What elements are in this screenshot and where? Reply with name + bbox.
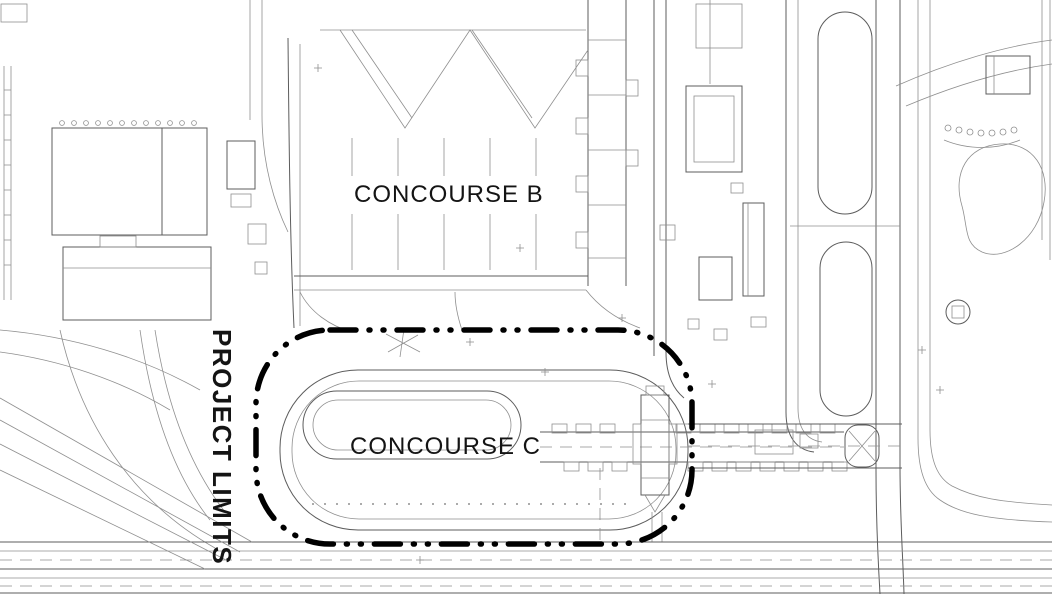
- midfield-buildings: [653, 0, 767, 399]
- left-edge-details: [0, 3, 226, 549]
- concourse-c-loop: [279, 328, 689, 542]
- right-roadways: [785, 0, 1052, 594]
- far-right-landscape: [918, 0, 1051, 394]
- left-buildings: [51, 0, 289, 321]
- project-limits-boundary: [253, 327, 695, 547]
- label-concourse-b: CONCOURSE B: [354, 181, 544, 208]
- bottom-roadways: [0, 397, 1052, 594]
- label-project-limits: PROJECT LIMITS: [207, 329, 237, 566]
- concourse-c-building: [540, 385, 902, 542]
- survey-tick-marks: [314, 64, 716, 564]
- label-concourse-c: CONCOURSE C: [350, 433, 542, 460]
- concourse-b-apron: [287, 0, 641, 333]
